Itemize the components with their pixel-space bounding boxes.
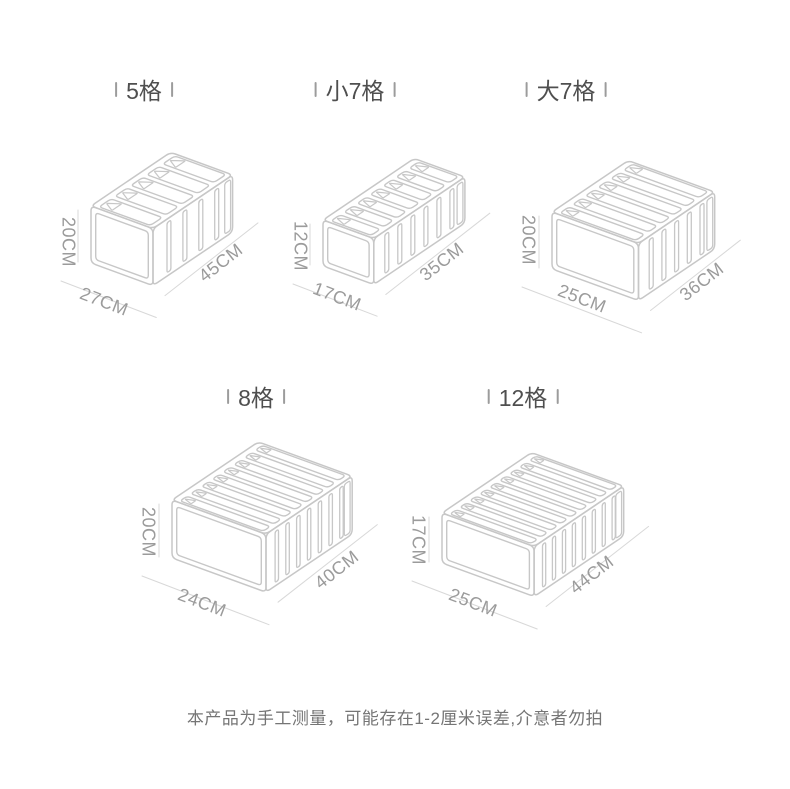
box-wireframe-8格 [141,442,378,626]
dim-height-label: 20CM [138,506,159,558]
dim-height-label: 20CM [58,216,79,268]
dim-height-label: 17CM [408,514,429,566]
box-title-2: 小7格 [314,72,396,106]
box-title-3: 大7格 [525,72,607,106]
box-title-label: 12格 [498,385,548,411]
box-wireframe-12格 [411,452,650,630]
title-right-bar [393,81,396,97]
box-title-4: 8格 [227,379,285,413]
title-right-bar [604,81,607,97]
box-title-label: 小7格 [325,78,385,104]
title-left-bar [487,388,490,404]
title-left-bar [227,388,230,404]
dim-height-label: 12CM [290,220,311,272]
box-title-1: 5格 [115,72,173,106]
box-title-label: 大7格 [536,78,596,104]
title-left-bar [115,81,118,97]
dim-height-label: 20CM [518,214,539,266]
title-right-bar [282,388,285,404]
title-left-bar [525,81,528,97]
title-right-bar [556,388,559,404]
box-title-label: 5格 [126,78,162,104]
box-title-label: 8格 [238,385,274,411]
title-left-bar [314,81,317,97]
box-wireframe-小7格 [292,158,491,317]
box-wireframe-大7格 [521,160,741,334]
title-right-bar [170,81,173,97]
box-title-5: 12格 [487,379,559,413]
box-wireframe-5格 [60,152,259,318]
disclaimer-text: 本产品为手工测量，可能存在1-2厘米误差,介意者勿拍 [186,709,604,728]
